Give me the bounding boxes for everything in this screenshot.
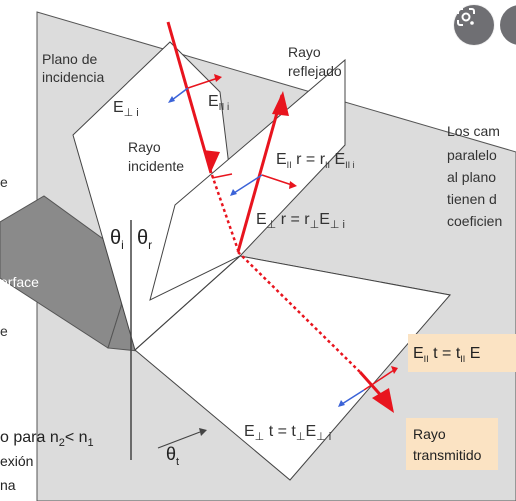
incident-ray-dotted bbox=[210, 174, 240, 251]
plane-label-1: Plano de bbox=[42, 51, 97, 67]
incident-ray bbox=[166, 21, 213, 174]
e-perp-i-vector-head bbox=[168, 96, 175, 103]
more-options-button[interactable] bbox=[500, 5, 516, 45]
e-perp-t-vector bbox=[341, 389, 365, 405]
incident-label-1: Rayo bbox=[128, 139, 161, 155]
reflected-ray-arrowhead bbox=[272, 91, 289, 116]
e-perp-i-label: E⊥ i bbox=[113, 99, 139, 119]
e-par-r-vector-head bbox=[289, 181, 297, 189]
e-perp-r-vector bbox=[233, 174, 263, 194]
e-par-i-vector-head bbox=[214, 74, 222, 82]
e-perp-i-vector bbox=[171, 87, 189, 101]
reflected-label-2: reflejado bbox=[288, 63, 342, 79]
theta-i-label: θi bbox=[110, 227, 124, 252]
transmitted-label-box bbox=[406, 418, 498, 470]
theta-r-label: θr bbox=[137, 227, 152, 252]
incident-label-2: incidente bbox=[128, 158, 184, 174]
plane-label-2: incidencia bbox=[42, 69, 104, 85]
e-par-t-vector-head bbox=[391, 366, 398, 374]
left-edge-text-2: e bbox=[0, 323, 8, 339]
interface-label: Interface bbox=[176, 331, 231, 347]
bottom-text-line-2: exión bbox=[0, 453, 33, 469]
reflected-ray bbox=[236, 94, 284, 253]
right-text-line-1: paralelo bbox=[447, 147, 497, 163]
e-perp-r-equation: E⊥ r = r⊥E⊥ i bbox=[256, 211, 345, 231]
e-par-i-vector-2 bbox=[211, 173, 233, 179]
theta-t-pointer-head bbox=[199, 428, 207, 436]
google-lens-icon bbox=[457, 8, 475, 26]
bottom-text-line-1: o para n2< n1 bbox=[0, 429, 94, 449]
e-par-r-vector bbox=[261, 174, 293, 186]
e-par-t-label-box bbox=[408, 334, 516, 372]
right-description: Los cam paralelo al plano tienen d coefi… bbox=[447, 123, 502, 229]
transmitted-ray-dotted bbox=[237, 251, 361, 373]
e-par-r-equation: EII r = rII EII i bbox=[276, 151, 355, 170]
e-par-t-vector bbox=[363, 369, 395, 391]
interface-label-left: erface bbox=[0, 274, 39, 290]
left-edge-text-1: e bbox=[0, 174, 8, 190]
reflected-label-1: Rayo bbox=[288, 44, 321, 60]
transmitted-label-1: Rayo bbox=[413, 426, 446, 442]
right-text-line-3: tienen d bbox=[447, 191, 497, 207]
interface-edge bbox=[134, 255, 241, 351]
incident-ray-arrowhead bbox=[203, 150, 220, 172]
theta-t-label: θt bbox=[166, 444, 179, 468]
bottom-text-line-3: na bbox=[0, 477, 16, 493]
google-lens-button[interactable] bbox=[454, 5, 494, 45]
theta-t-pointer bbox=[157, 431, 201, 449]
right-text-line-4: coeficien bbox=[447, 213, 502, 229]
e-perp-t-equation: E⊥ t = t⊥E⊥ i bbox=[244, 423, 331, 443]
right-text-line-2: al plano bbox=[447, 169, 496, 185]
e-par-i-vector bbox=[187, 77, 219, 89]
right-text-line-0: Los cam bbox=[447, 123, 500, 139]
transmitted-label-2: transmitido bbox=[413, 447, 482, 463]
reflection-sheet bbox=[149, 58, 346, 301]
e-par-t-equation: EII t = tII E bbox=[413, 345, 480, 364]
e-perp-t-vector-head bbox=[338, 400, 345, 407]
transmitted-ray-arrowhead bbox=[372, 388, 394, 413]
e-par-i-label: EII i bbox=[208, 93, 229, 113]
e-perp-r-vector-head bbox=[230, 189, 237, 196]
